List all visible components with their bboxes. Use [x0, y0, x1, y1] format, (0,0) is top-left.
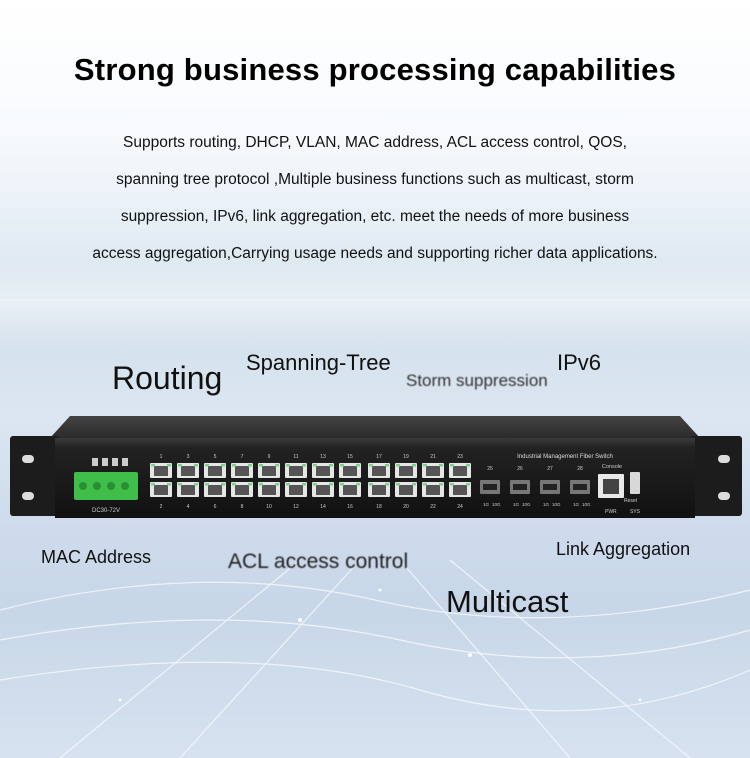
pwr-label: PWR: [605, 509, 617, 515]
port-number: 7: [241, 454, 244, 460]
port-number: 22: [430, 504, 436, 510]
feature-spanning-tree: Spanning-Tree: [246, 350, 391, 375]
rj45-port: [204, 463, 226, 478]
rack-hole: [718, 455, 730, 463]
rack-ear-left: [10, 436, 60, 516]
rj45-port: [285, 482, 307, 497]
port-number: 12: [293, 504, 299, 510]
sfp-number: 27: [547, 466, 553, 472]
feature-link-aggregation: Link Aggregation: [556, 539, 691, 559]
sfp-speed-label: 10G: [522, 502, 531, 507]
sfp-number: 25: [487, 466, 493, 472]
rj45-port: [150, 482, 172, 497]
rj45-port: [285, 463, 307, 478]
sfp-speed-label: 10G: [552, 502, 561, 507]
feature-storm-suppression: Storm suppression: [406, 371, 548, 390]
port-number: 16: [347, 504, 353, 510]
sfp-number: 28: [577, 466, 583, 472]
port-number: 15: [347, 454, 353, 460]
rj45-port: [422, 482, 444, 497]
rj45-port: [177, 482, 199, 497]
port-number: 6: [214, 504, 217, 510]
rj45-port: [449, 482, 471, 497]
port-number: 24: [457, 504, 463, 510]
feature-acl-access-control: ACL access control: [228, 550, 409, 573]
rj45-port: [231, 482, 253, 497]
sfp-speed-label: 1G: [513, 502, 520, 507]
port-number: 19: [403, 454, 409, 460]
switch-device: DC30-72V 1234567891011121314151617181920…: [10, 416, 742, 518]
rj45-port: [150, 463, 172, 478]
rack-ear-right: [690, 436, 742, 516]
chassis-top: [50, 416, 700, 438]
port-number: 5: [214, 454, 217, 460]
port-number: 14: [320, 504, 326, 510]
sfp-number: 26: [517, 466, 523, 472]
sfp-speed-label: 10G: [582, 502, 591, 507]
port-number: 23: [457, 454, 463, 460]
port-number: 21: [430, 454, 436, 460]
port-number: 8: [241, 504, 244, 510]
description-line: access aggregation,Carrying usage needs …: [92, 245, 658, 262]
rack-hole: [22, 455, 34, 463]
sfp-speed-label: 1G: [483, 502, 490, 507]
feature-ipv6: IPv6: [557, 350, 602, 375]
rack-hole: [718, 492, 730, 500]
rj45-port: [258, 482, 280, 497]
feature-routing: Routing: [112, 360, 223, 396]
description: Supports routing, DHCP, VLAN, MAC addres…: [40, 124, 710, 272]
port-number: 2: [160, 504, 163, 510]
rj45-port: [368, 482, 390, 497]
port-number: 13: [320, 454, 326, 460]
sfp-speed-label: 1G: [573, 502, 580, 507]
rj45-port: [177, 463, 199, 478]
rj45-port: [312, 463, 334, 478]
power-label: DC30-72V: [92, 508, 120, 514]
sfp-speed-label: 1G: [543, 502, 550, 507]
rj45-port: [258, 463, 280, 478]
rj45-port: [395, 482, 417, 497]
sys-label: SYS: [630, 509, 641, 515]
rj45-port: [204, 482, 226, 497]
port-number: 9: [268, 454, 271, 460]
port-number: 17: [376, 454, 382, 460]
port-number: 4: [187, 504, 190, 510]
rj45-port: [449, 463, 471, 478]
sfp-speed-label: 10G: [492, 502, 501, 507]
rj45-port-block: [150, 463, 471, 497]
rj45-port: [368, 463, 390, 478]
rj45-port: [339, 463, 361, 478]
description-line: Supports routing, DHCP, VLAN, MAC addres…: [123, 134, 627, 151]
rj45-port: [231, 463, 253, 478]
port-number: 20: [403, 504, 409, 510]
description-line: spanning tree protocol ,Multiple busines…: [116, 171, 634, 188]
page-title: Strong business processing capabilities: [73, 52, 677, 87]
port-number: 3: [187, 454, 190, 460]
port-number: 10: [266, 504, 272, 510]
reset-label: Reset: [624, 498, 638, 504]
console-label: Console: [602, 464, 622, 470]
port-number: 11: [293, 454, 298, 460]
rack-hole: [22, 492, 34, 500]
feature-multicast: Multicast: [446, 584, 569, 619]
power-terminal: [74, 458, 138, 500]
description-line: suppression, IPv6, link aggregation, etc…: [120, 208, 630, 225]
rj45-port: [422, 463, 444, 478]
rj45-port: [339, 482, 361, 497]
port-number: 1: [160, 454, 163, 460]
feature-mac-address: MAC Address: [41, 547, 152, 567]
rj45-port: [395, 463, 417, 478]
model-label: Industrial Management Fiber Switch: [517, 454, 613, 460]
usb-port: [630, 472, 640, 494]
port-number: 18: [376, 504, 382, 510]
rj45-port: [312, 482, 334, 497]
